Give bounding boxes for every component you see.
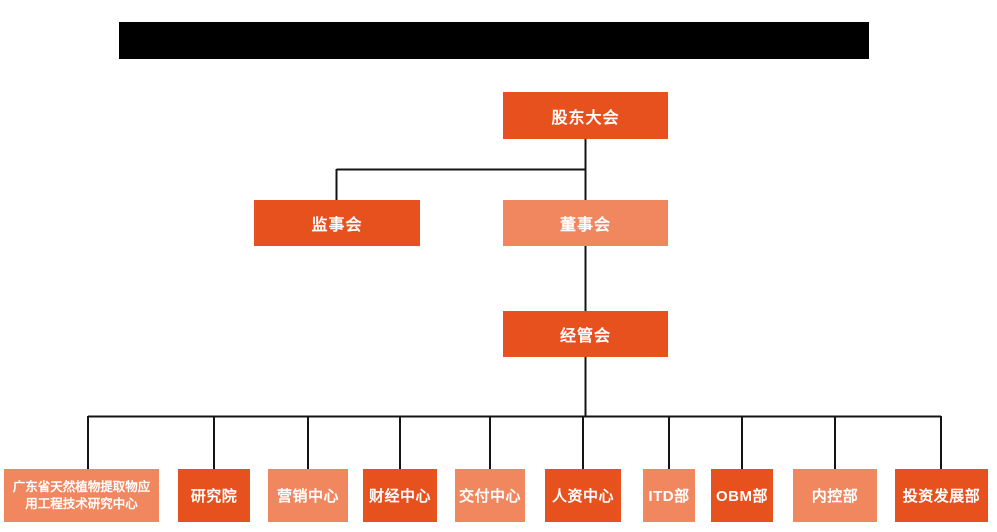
dept-hr-center: 人资中心 xyxy=(545,469,621,522)
node-management-committee: 经管会 xyxy=(503,311,668,357)
node-supervisory-board: 监事会 xyxy=(254,200,420,246)
dept-finance-center: 财经中心 xyxy=(363,469,437,522)
dept-internal-control: 内控部 xyxy=(793,469,877,522)
node-shareholders-meeting: 股东大会 xyxy=(503,92,668,139)
dept-gd-natural-plant-extract-research-center: 广东省天然植物提取物应用工程技术研究中心 xyxy=(4,469,159,522)
dept-itd-department: ITD部 xyxy=(643,469,695,522)
dept-marketing-center: 营销中心 xyxy=(268,469,348,522)
dept-research-institute: 研究院 xyxy=(178,469,250,522)
dept-delivery-center: 交付中心 xyxy=(455,469,525,522)
dept-obm-department: OBM部 xyxy=(711,469,773,522)
node-board-of-directors: 董事会 xyxy=(503,200,668,246)
redacted-title-bar xyxy=(119,22,869,59)
dept-investment-development: 投资发展部 xyxy=(895,469,988,522)
